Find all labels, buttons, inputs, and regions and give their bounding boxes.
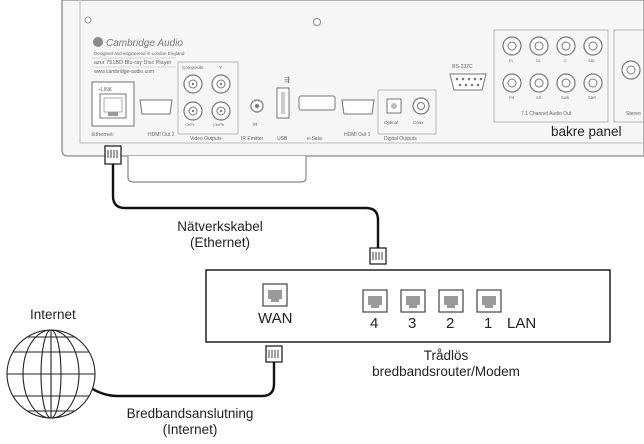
lan-port-1-icon[interactable] [476,289,502,313]
stereo-outputs-group: Stereo [613,29,644,123]
rj45-plug-top-icon [104,145,122,165]
audio-out-71-group: FL SL C SBL FR SR SUB SBR 7.1 Channel Au… [493,29,609,123]
globe-icon [6,329,96,419]
usb-port[interactable]: ⇶ USB [276,76,290,142]
lan-label: LAN [507,315,537,332]
c-label: C [564,58,567,63]
broadband-label-line2: (Internet) [162,422,218,437]
brand-block: Cambridge Audio Designed and engineered … [92,37,185,75]
router-label: Trådlös bredbandsrouter/Modem [356,348,536,380]
lan-port-4-icon[interactable] [362,289,388,313]
broadband-label: Bredbandsanslutning (Internet) [100,406,280,438]
internet-label: Internet [30,307,76,322]
network-cable-label-line1: Nätverkskabel [177,219,263,234]
ir-emitter-label: IR Emitter [241,136,264,142]
rj45-plug-broadband-icon [265,345,283,363]
lan-port-3-icon[interactable] [400,289,426,313]
brand-tagline: Designed and engineered in London Englan… [94,51,185,56]
cr-pr-label: Cr/Pr [185,122,195,127]
rj45-plug-router-icon [369,247,387,265]
fl-label: FL [509,58,514,63]
composite-label: Composite [182,65,204,70]
broadband-cable [87,345,283,398]
fr-label: FR [509,95,514,100]
audio-out-label: 7.1 Channel Audio Out [521,111,572,117]
rs232-port[interactable]: RS-232C [449,64,487,91]
digital-outputs-group: Optical Coax Digital Outputs [377,89,437,142]
network-cable-label-line2: (Ethernet) [189,235,251,250]
website-url: www.cambridge-audio.com [94,69,154,75]
wan-port-icon[interactable] [262,283,288,307]
hdmi-out-1-port[interactable]: HDMI Out 1 [341,99,375,138]
sub-label: SUB [561,95,570,100]
digital-outputs-label: Digital Outputs [384,136,417,142]
brand-name: Cambridge Audio [106,38,183,49]
router-label-line2: bredbandsrouter/Modem [372,364,520,379]
hdmi-out-2-port[interactable]: HDMI Out 2 [139,99,175,138]
ir-emitter-port[interactable]: IR IR Emitter [241,99,264,142]
hdmi1-label: HDMI Out 1 [344,132,371,138]
lan-port-4-number: 4 [370,315,379,332]
ir-label: IR [253,122,258,127]
sr-label: SR [536,95,542,100]
usb-label: USB [277,136,288,142]
wan-label: WAN [258,310,293,327]
y-label: Y [219,65,222,70]
optical-label: Optical [384,120,398,125]
lan-port-2-number: 2 [446,315,455,332]
lan-port-2-icon[interactable] [438,289,464,313]
sbl-label: SBL [588,58,596,63]
svg-text:⇶: ⇶ [284,76,290,84]
lan-port-1-number: 1 [484,315,493,332]
router-label-line1: Trådlös [423,348,469,363]
coax-label: Coax [413,120,424,125]
lan-port-3-number: 3 [408,315,417,332]
ethernet-cable [104,145,387,265]
esata-port[interactable]: e-Sata [298,95,336,142]
rs232-label: RS-232C [452,64,473,70]
cb-pb-label: Cb/Pb [213,122,225,127]
sbr-label: SBR [588,95,596,100]
video-outputs-label: Video Outputs [190,136,222,142]
panel-foot [127,156,307,183]
stereo-label: Stereo [626,111,641,117]
model-name: azur 751BD Blu-ray Disc Player [94,60,172,66]
sl-label: SL [536,58,542,63]
brand-logo-icon [93,37,103,47]
video-outputs-group: Composite Y Cr/Pr Cb/Pb Video Outputs [177,61,239,142]
ethernet-port[interactable]: ⌁LINK Ethernet [91,81,135,138]
broadband-label-line1: Bredbandsanslutning [126,406,254,421]
ethernet-label: Ethernet [92,132,113,138]
hdmi2-label: HDMI Out 2 [148,132,175,138]
rear-panel-label: bakre panel [551,124,622,139]
router-box [205,269,611,343]
network-cable-label: Nätverkskabel (Ethernet) [140,219,300,251]
svg-text:⌁LINK: ⌁LINK [98,87,113,93]
esata-label: e-Sata [307,136,322,142]
player-rear-panel: Cambridge Audio Designed and engineered … [61,0,644,183]
